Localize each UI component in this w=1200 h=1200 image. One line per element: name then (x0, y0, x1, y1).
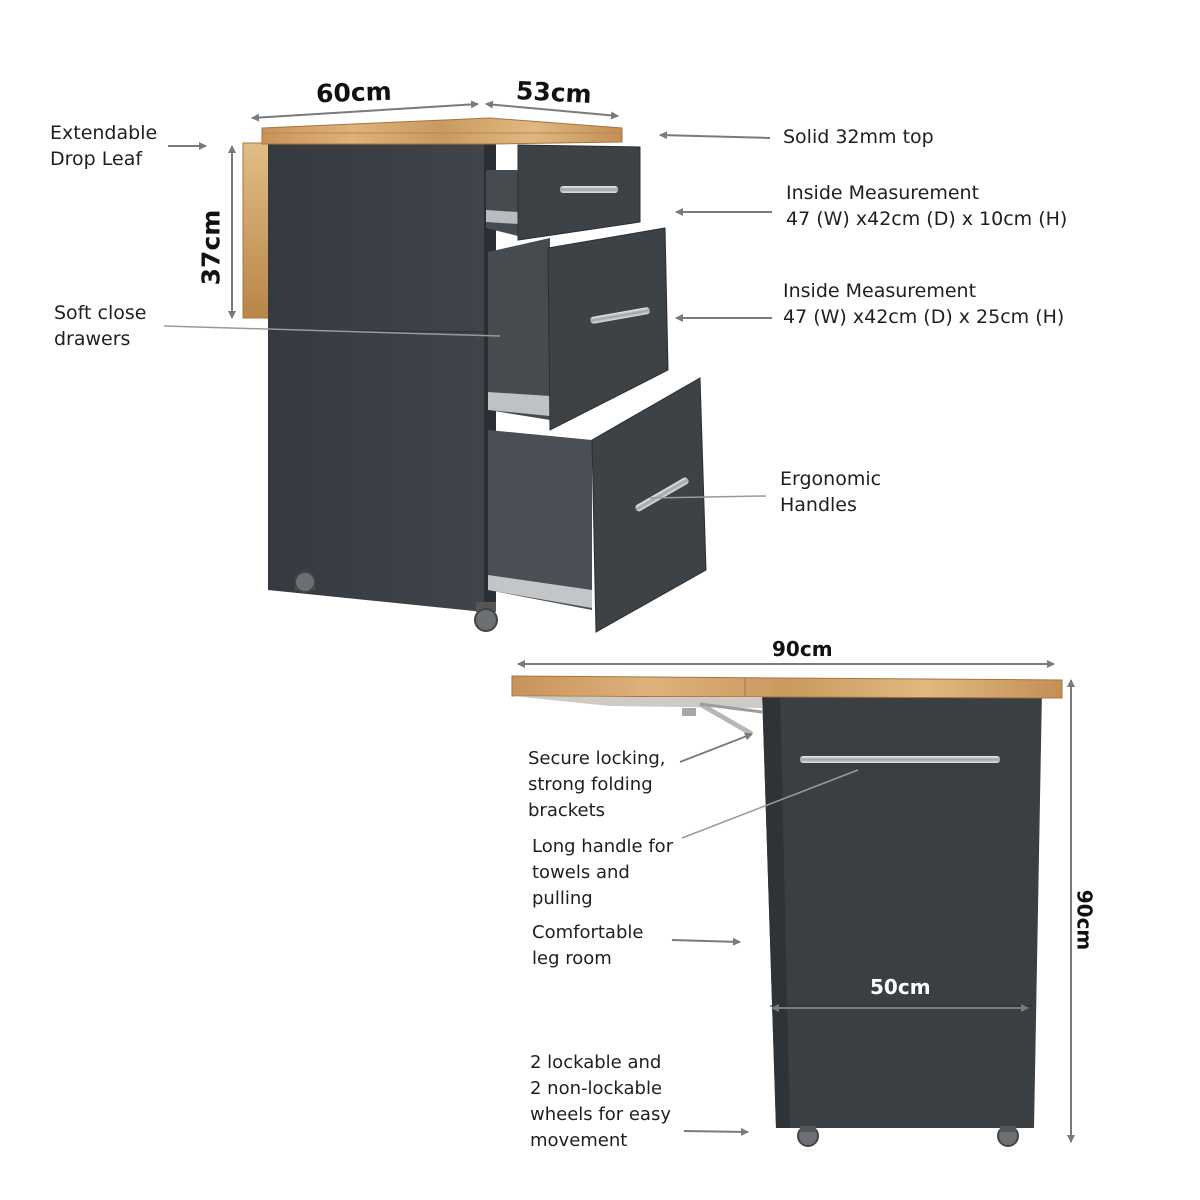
label-brackets: Secure locking, strong folding brackets (528, 748, 666, 821)
dim-extended-90: 90cm (772, 637, 833, 661)
arrow-wheels (683, 1127, 749, 1136)
drawer-top-handle (560, 186, 618, 193)
dim-width-60: 60cm (315, 76, 393, 109)
label-soft-close: Soft close drawers (54, 302, 147, 350)
dim-leaf-37: 37cm (196, 209, 226, 286)
cabinet-side-panel (268, 140, 484, 612)
arrow-brackets (679, 732, 753, 763)
worktop (261, 117, 623, 145)
cabinet-extended-leaf (511, 675, 1063, 1147)
drawer-bottom-handle (635, 477, 689, 512)
dim-line-60 (251, 100, 479, 122)
dim-height-90: 90cm (1072, 889, 1097, 951)
cabinet-body (762, 690, 1042, 1128)
callout-arrows (163, 131, 859, 1136)
label-long-handle: Long handle for towels and pulling (532, 836, 674, 909)
label-drawer-small: Inside Measurement 47 (W) x42cm (D) x 10… (786, 182, 1068, 230)
drawer-top (486, 144, 641, 241)
label-drawer-medium: Inside Measurement 47 (W) x42cm (D) x 25… (783, 280, 1065, 328)
label-top: Solid 32mm top (783, 126, 934, 148)
extended-worktop (511, 675, 1063, 699)
cabinet-with-drawers (242, 117, 707, 633)
dim-line-53 (485, 100, 619, 120)
arrow-leg-room (671, 937, 741, 946)
arrow-soft-close (163, 325, 501, 337)
casters (294, 571, 498, 632)
dim-depth-53: 53cm (515, 76, 593, 109)
arrow-top (659, 131, 771, 140)
label-leg-room: Comfortable leg room (532, 922, 644, 969)
label-handles: Ergonomic Handles (780, 468, 882, 516)
arrow-long-handle (681, 769, 859, 839)
drawer-bottom (488, 377, 707, 633)
wheels (797, 1125, 1019, 1147)
label-drop-leaf: Extendable Drop Leaf (50, 122, 158, 170)
label-wheels: 2 lockable and 2 non-lockable wheels for… (530, 1052, 671, 1151)
dim-legroom-50: 50cm (870, 975, 931, 999)
dimension-lines (228, 100, 1075, 1143)
drawer-middle-handle (590, 307, 650, 324)
folding-bracket (682, 701, 763, 737)
drawer-middle (488, 227, 669, 431)
arrow-handles (649, 495, 767, 499)
long-handle (800, 756, 1000, 763)
drawer-middle-front (547, 227, 669, 431)
drop-leaf (242, 142, 270, 319)
